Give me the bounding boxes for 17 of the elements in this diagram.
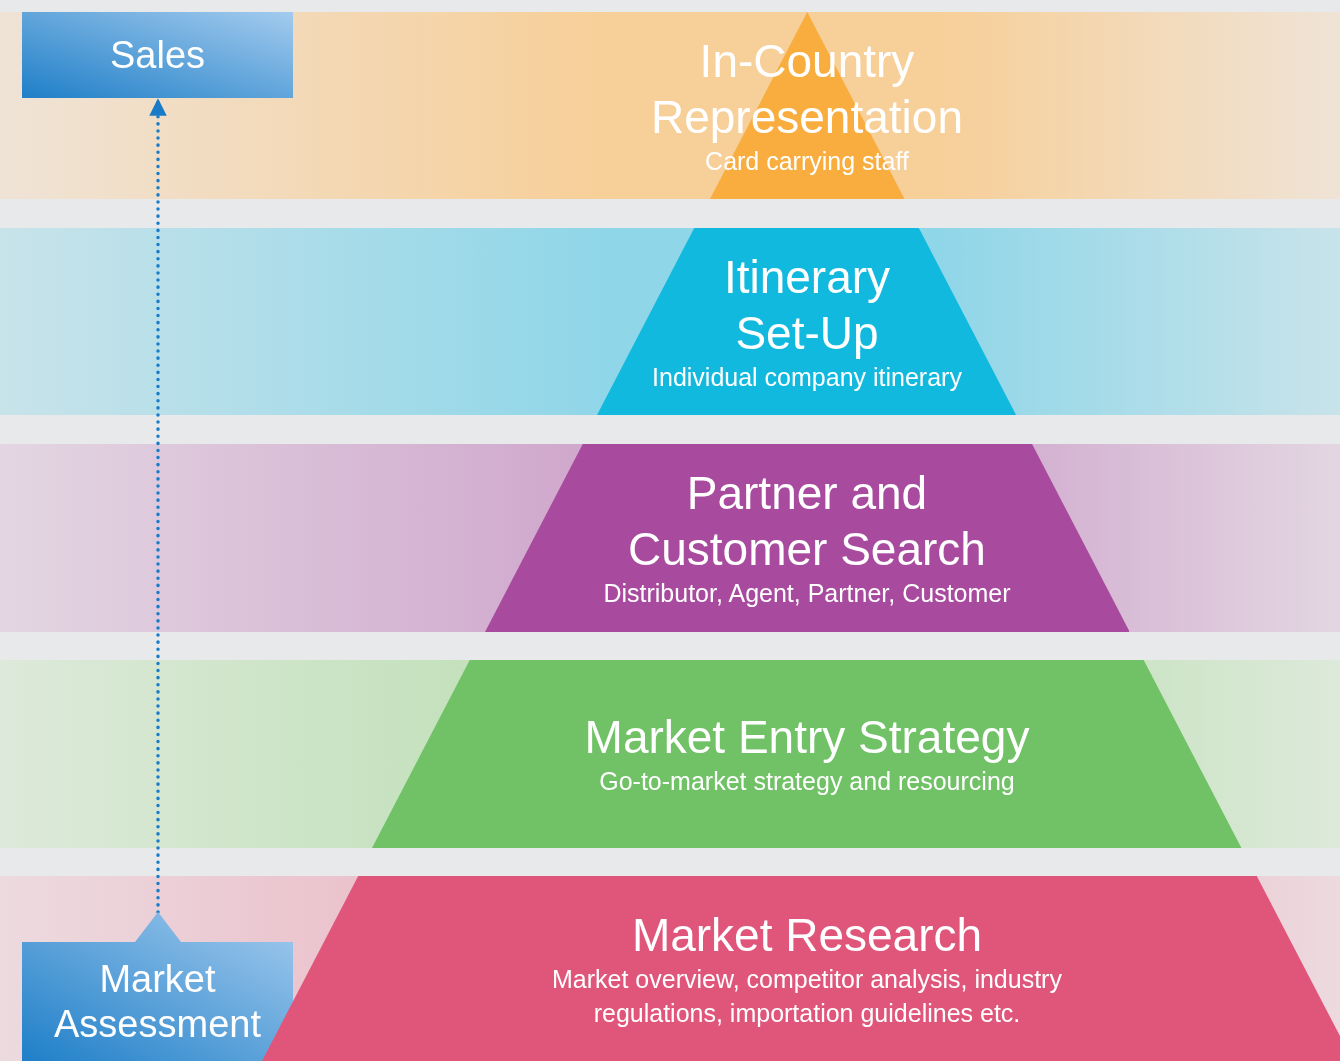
level-title: Itinerary Set-Up <box>722 249 892 361</box>
level-description: Individual company itinerary <box>652 361 962 393</box>
box-label: Market Assessment <box>53 956 262 1047</box>
callout-box <box>22 912 293 1061</box>
pyramid-level <box>597 228 1017 415</box>
level-description: Go-to-market strategy and resourcing <box>599 766 1015 798</box>
box-label: Sales <box>109 32 206 78</box>
pyramid-level <box>484 444 1130 632</box>
level-title: Partner and Customer Search <box>627 466 987 578</box>
level-description: Market overview, competitor analysis, industry regulations, importation guidelines etc. <box>551 963 1063 1029</box>
pyramid-level <box>372 660 1242 848</box>
level-title: Market Entry Strategy <box>584 710 1030 766</box>
arrow <box>149 98 167 914</box>
pyramid-level <box>261 876 1340 1061</box>
level-description: Distributor, Agent, Partner, Customer <box>603 578 1011 610</box>
stage-box <box>22 12 293 98</box>
level-title: Market Research <box>631 907 983 963</box>
